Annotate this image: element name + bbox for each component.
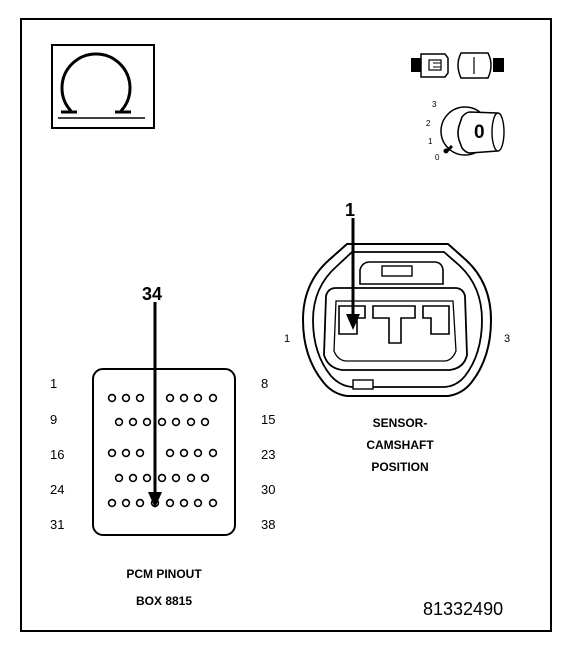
pcm-pinout-drawing [92,368,236,536]
ignition-key-off-icon [440,106,505,156]
callout-arrow-sensor-pin-1 [346,218,360,330]
pcm-right-number: 15 [261,412,276,427]
callout-arrow-pcm-pin-34 [148,302,162,508]
pcm-right-number: 30 [261,482,276,497]
sensor-caption-line2: CAMSHAFT [366,438,434,452]
pcm-left-number: 1 [50,376,58,391]
sensor-caption-line1: SENSOR- [372,416,428,430]
pcm-right-number: 23 [261,447,276,462]
pcm-right-number: 8 [261,376,269,391]
pcm-pinout-caption-line1: PCM PINOUT [126,567,202,581]
pcm-left-number: 16 [50,447,65,462]
connector-disconnect-icon [411,52,504,79]
callout-sensor-pin-label: 1 [345,200,356,220]
ignition-key-label: 0 [474,122,485,143]
diagram-frame [20,18,552,632]
ignition-position-3: 3 [432,100,437,109]
sensor-connector-drawing [301,243,493,397]
sensor-caption-line3: POSITION [371,460,429,474]
pcm-right-number: 38 [261,517,276,532]
pcm-left-number: 31 [50,517,65,532]
ohm-symbol-icon [51,44,155,129]
ignition-position-2: 2 [426,119,431,128]
pcm-left-number: 24 [50,482,65,497]
callout-pcm-pin-label: 34 [142,284,163,304]
figure-id: 81332490 [423,599,504,619]
sensor-pin-left-label: 1 [284,333,291,345]
pcm-pinout-caption-line2: BOX 8815 [135,594,193,608]
pcm-left-number: 9 [50,412,58,427]
sensor-pin-right-label: 3 [504,333,511,345]
ignition-position-0: 0 [435,153,440,162]
ignition-position-1: 1 [428,137,433,146]
